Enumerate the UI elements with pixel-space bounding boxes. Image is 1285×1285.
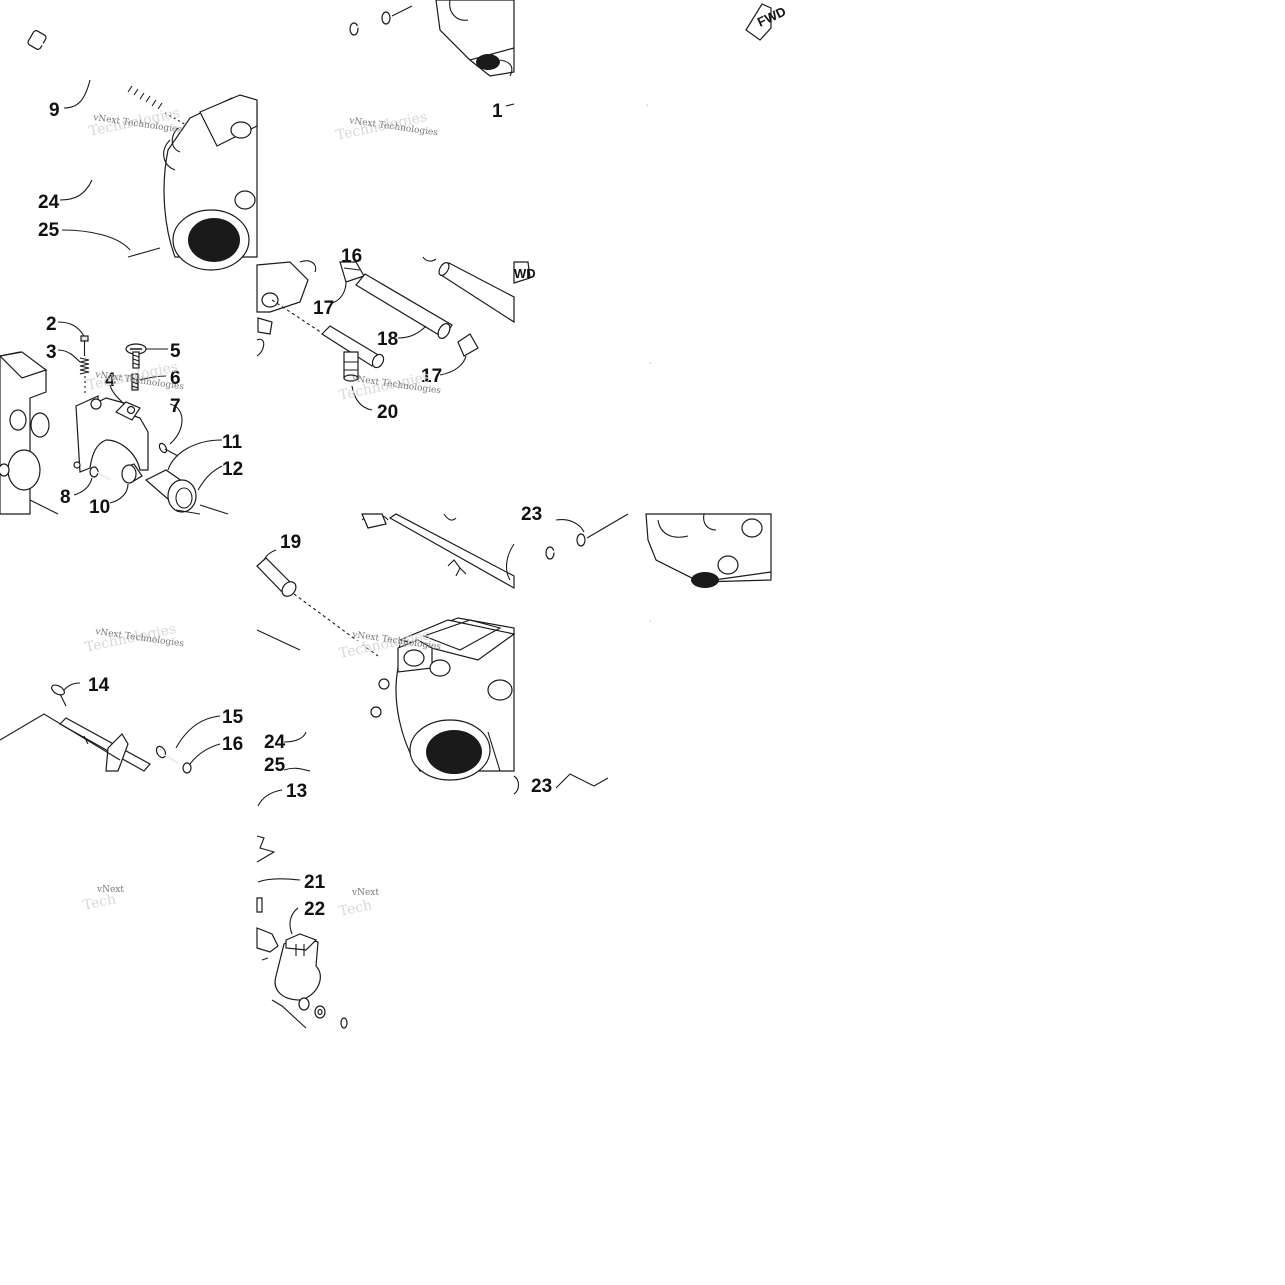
throttle-body-part bbox=[370, 617, 516, 781]
throttle-body-fragment bbox=[645, 513, 772, 588]
callout-24: 24 bbox=[264, 732, 286, 753]
washer-part bbox=[182, 762, 192, 774]
watermark-fragment: · bbox=[648, 614, 652, 630]
screw-part-2 bbox=[80, 335, 89, 356]
callout-21: 21 bbox=[304, 872, 326, 893]
callout-14: 14 bbox=[88, 675, 110, 696]
screw-part bbox=[325, 1013, 348, 1029]
tile-lower-center: 19 24 25 Technologies vNext Technologies bbox=[256, 513, 516, 781]
callout-24: 24 bbox=[38, 192, 60, 213]
tile-middle-left: 2 3 4 5 6 7 8 10 11 12 Technologies vNex… bbox=[0, 314, 243, 518]
callout-1: 1 bbox=[492, 101, 503, 122]
throttle-bracket-part bbox=[73, 395, 149, 473]
tile-bottom-right: 23 bbox=[513, 773, 609, 797]
tile-lower-right: 23 · bbox=[521, 504, 772, 630]
screw-part-15 bbox=[155, 745, 179, 764]
callout-7: 7 bbox=[170, 396, 181, 417]
forward-arrow-icon: WD bbox=[513, 261, 536, 284]
screw-part bbox=[349, 5, 413, 36]
screw-part-7 bbox=[158, 442, 179, 457]
watermark-shadow: Tech bbox=[82, 891, 118, 914]
watermark: vNext bbox=[351, 888, 379, 898]
spring-part bbox=[79, 357, 90, 375]
throttle-fragment-left bbox=[256, 260, 317, 357]
callout-2: 2 bbox=[46, 314, 57, 335]
callout-8: 8 bbox=[60, 487, 71, 508]
washer-part bbox=[298, 997, 326, 1019]
callout-fragment: 16 bbox=[341, 246, 362, 267]
screw-part-5 bbox=[125, 343, 147, 369]
tee-fitting-part bbox=[321, 325, 385, 382]
throttle-shaft-part bbox=[59, 717, 151, 772]
callout-22: 22 bbox=[304, 899, 325, 920]
callout-9: 9 bbox=[49, 100, 60, 121]
hose-part-long bbox=[422, 256, 515, 324]
screw-part-8 bbox=[89, 466, 111, 481]
screw-part-14 bbox=[51, 684, 67, 707]
callout-17: 17 bbox=[421, 366, 442, 387]
svg-text:WD: WD bbox=[514, 266, 536, 281]
throttle-body-fragment bbox=[0, 351, 59, 515]
throttle-position-sensor-part bbox=[274, 933, 321, 1001]
throttle-body-fragment bbox=[435, 0, 515, 77]
tile-top-middle: 1 Technologies vNext Technologies bbox=[335, 0, 515, 144]
callout-20: 20 bbox=[377, 402, 398, 423]
forward-arrow-icon: FWD bbox=[745, 3, 788, 41]
callout-11: 11 bbox=[222, 432, 243, 453]
callout-5: 5 bbox=[170, 341, 181, 362]
screw-part bbox=[545, 513, 629, 560]
watermark-fragment: · bbox=[648, 356, 652, 372]
hose-part-19 bbox=[256, 557, 297, 597]
tile-bottom-left: Tech vNext bbox=[82, 885, 125, 914]
long-bolt-part bbox=[27, 30, 249, 161]
hose-clamp-lower bbox=[457, 333, 479, 357]
tile-top-left: 9 24 25 Technologies vNext Technologies bbox=[27, 30, 258, 271]
set-screw-part bbox=[131, 373, 139, 391]
hose-part-18 bbox=[355, 273, 453, 339]
watermark: vNext bbox=[96, 885, 124, 895]
callout-10: 10 bbox=[89, 497, 110, 518]
callout-23: 23 bbox=[531, 776, 552, 797]
tile-middle-right: · bbox=[648, 356, 652, 372]
callout-6: 6 bbox=[170, 368, 181, 389]
callout-4: 4 bbox=[105, 370, 116, 391]
tile-top-right: FWD · bbox=[645, 3, 788, 114]
roller-part bbox=[144, 469, 229, 515]
callout-13: 13 bbox=[286, 781, 307, 802]
tile-middle-center: WD 16 17 18 17 20 Technologies vNext Tec… bbox=[256, 246, 536, 423]
tile-lower-left: 14 15 16 Technologies vNext Technologies bbox=[0, 621, 244, 774]
callout-25: 25 bbox=[264, 755, 286, 776]
throttle-body-fragment bbox=[163, 94, 258, 271]
tile-bottom-center: 13 21 22 Tech vNext bbox=[256, 781, 379, 1029]
callout-3: 3 bbox=[46, 342, 57, 363]
callout-15: 15 bbox=[222, 707, 244, 728]
callout-16: 16 bbox=[222, 734, 243, 755]
callout-17: 17 bbox=[313, 298, 334, 319]
watermark-shadow: Tech bbox=[338, 897, 374, 920]
callout-fragment: 23 bbox=[521, 504, 542, 525]
callout-19: 19 bbox=[280, 532, 301, 553]
watermark-fragment: · bbox=[645, 98, 649, 114]
callout-25: 25 bbox=[38, 220, 60, 241]
callout-18: 18 bbox=[377, 329, 398, 350]
callout-12: 12 bbox=[222, 459, 243, 480]
bushing-part bbox=[121, 463, 143, 484]
